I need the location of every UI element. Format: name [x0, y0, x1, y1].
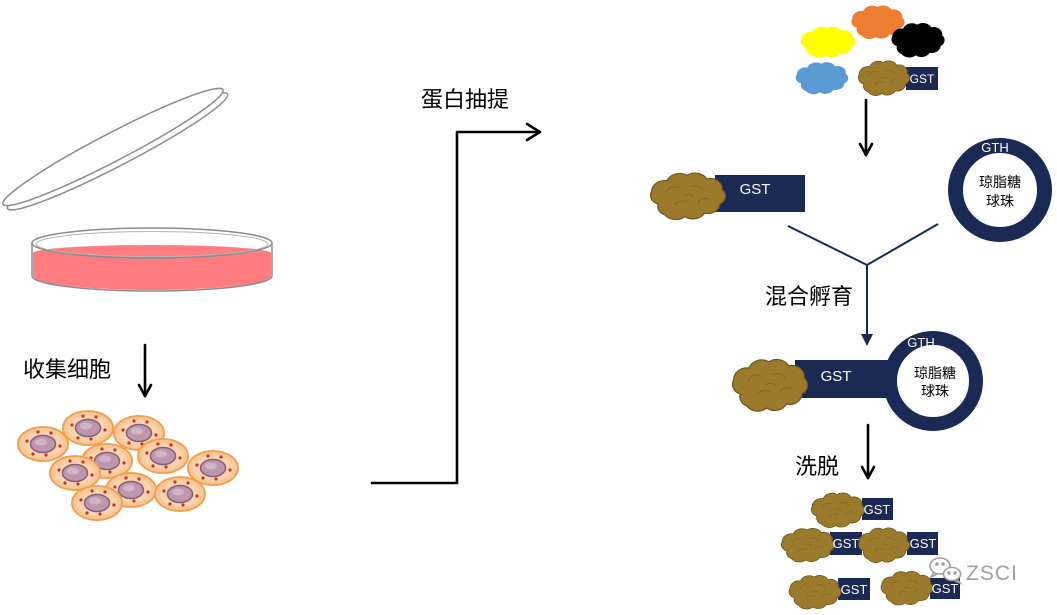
- eluted-protein-blob: [881, 571, 933, 605]
- protein-extraction-label: 蛋白抽提: [421, 88, 509, 113]
- eluted-protein-blob: [811, 493, 864, 528]
- cell: [62, 410, 114, 446]
- gst-tag-label: GST: [932, 581, 959, 596]
- eluted-protein-blob: [781, 528, 834, 562]
- down-arrow-collect: [137, 343, 153, 398]
- gst-tag-box: [906, 67, 938, 90]
- gth-label: GTH: [907, 335, 934, 350]
- watermark: ZSCI: [928, 557, 1018, 585]
- gst-tag-label: GST: [740, 181, 771, 198]
- petri-dish-base: [31, 227, 273, 292]
- petri-dish: [2, 87, 273, 292]
- eluted-protein-blob: [858, 528, 909, 563]
- bead-label-line1: 琼脂糖: [914, 366, 956, 382]
- mix-connector: [787, 223, 939, 346]
- wechat-icon: [928, 557, 963, 585]
- gst-fusion-protein-blob: [858, 61, 909, 96]
- down-arrow-lysate: [858, 98, 874, 157]
- gth-agarose-bead: GTH 琼脂糖 球珠: [948, 138, 1052, 242]
- mix-incubate-label: 混合孵育: [765, 285, 853, 310]
- protein-lysate: GST: [795, 5, 945, 96]
- cell: [137, 438, 189, 474]
- eluted-proteins: GST GST GST GST GST: [781, 493, 960, 609]
- gst-tag-box: [830, 532, 862, 555]
- yellow-protein-blob: [800, 26, 856, 58]
- collect-cells-label: 收集细胞: [23, 358, 111, 383]
- cell: [71, 485, 123, 521]
- cell: [17, 426, 69, 462]
- down-arrow-elution: [860, 423, 876, 480]
- eluted-protein-blob: [789, 575, 841, 609]
- cell: [49, 455, 101, 491]
- gst-tag-label: GST: [821, 368, 852, 385]
- gst-tag-label: GST: [841, 582, 868, 597]
- bound-complex: GST GTH 琼脂糖 球珠: [733, 331, 983, 431]
- blue-protein-blob: [795, 62, 849, 95]
- gst-tag-label: GST: [910, 536, 937, 551]
- culture-medium: [33, 245, 271, 290]
- gst-fusion-protein: GST: [651, 173, 805, 220]
- bead-label-line2: 球珠: [921, 384, 949, 400]
- cell: [154, 476, 206, 512]
- gst-tag-box: [715, 175, 805, 212]
- gst-tag-box: [907, 532, 938, 555]
- gst-tag-box: [862, 498, 893, 520]
- watermark-text: ZSCI: [966, 562, 1018, 585]
- gst-tag-box: [930, 578, 960, 599]
- bead-label-line2: 球珠: [986, 194, 1014, 210]
- gst-tag-label: GST: [864, 502, 891, 517]
- gst-tag-label: GST: [910, 72, 935, 86]
- extraction-arrow: [370, 122, 542, 485]
- petri-dish-lid: [2, 87, 229, 211]
- bait-protein-blob: [651, 173, 726, 220]
- bait-protein-blob: [733, 359, 808, 411]
- gst-tag-box: [838, 578, 870, 600]
- cell-cluster: [17, 410, 239, 521]
- bead-label-line1: 琼脂糖: [979, 175, 1021, 191]
- gth-label: GTH: [981, 140, 1008, 155]
- elution-label: 洗脱: [795, 455, 839, 480]
- gst-tag-label: GST: [833, 536, 860, 551]
